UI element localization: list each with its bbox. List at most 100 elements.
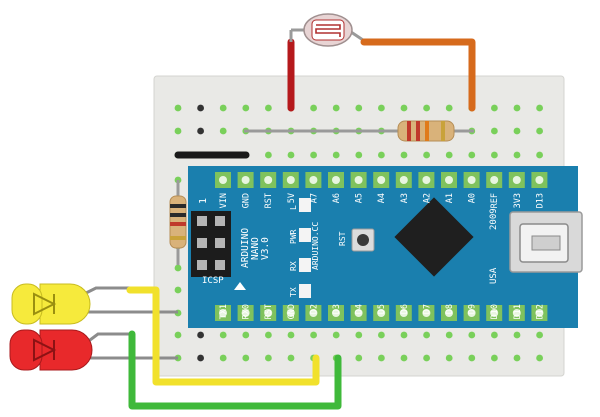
breadboard-hole: [355, 354, 363, 362]
led-pwr: [299, 228, 311, 242]
breadboard-hole: [536, 354, 543, 362]
top-pin-label: VIN: [219, 193, 229, 208]
breadboard-hole: [513, 354, 521, 362]
bottom-header-pin: [328, 305, 344, 321]
top-pin-label: GND: [242, 193, 252, 208]
bottom-header-pin: [395, 305, 412, 321]
top-header-pin: [463, 172, 480, 188]
icsp-label: ICSP: [202, 276, 224, 286]
breadboard-hole: [400, 104, 408, 112]
breadboard-hole: [197, 104, 205, 112]
top-pin-label: D13: [535, 193, 545, 208]
bottom-pin-label: D3: [332, 304, 342, 314]
led-tx-label: TX: [289, 287, 298, 297]
icsp-pin: [197, 260, 207, 270]
breadboard-hole: [355, 151, 363, 159]
top-pin-label: A7: [309, 193, 319, 203]
top-pin-label: A2: [422, 193, 432, 203]
green-wire: [128, 330, 342, 410]
bottom-pin-label: D8: [445, 304, 455, 314]
bottom-header-pin: [441, 305, 457, 321]
breadboard-hole: [174, 127, 182, 135]
top-pin-label: A3: [400, 193, 410, 203]
bottom-header-pin: [531, 305, 548, 321]
breadboard-hole: [423, 151, 430, 159]
breadboard-hole: [536, 151, 543, 159]
breadboard-hole: [310, 104, 317, 112]
breadboard-hole: [423, 331, 430, 339]
breadboard-hole: [400, 331, 408, 339]
top-pin-label: 5V: [287, 193, 297, 203]
top-pin-label: A4: [377, 193, 387, 203]
breadboard-hole: [491, 104, 498, 112]
header-number: 1: [198, 198, 209, 204]
rst-label: RST: [338, 231, 347, 246]
led-rx-label: RX: [289, 261, 298, 271]
breadboard-hole: [491, 354, 498, 362]
board-name-line1: ARDUINO: [240, 228, 251, 268]
bottom-pin-label: D4: [355, 304, 365, 314]
breadboard-hole: [400, 354, 408, 362]
bottom-pin-label: GND: [287, 304, 297, 319]
top-pin-label: A0: [468, 193, 478, 203]
bottom-header-pin: [282, 305, 299, 321]
breadboard-hole: [310, 151, 317, 159]
breadboard-hole: [219, 127, 227, 135]
breadboard-hole: [355, 104, 363, 112]
breadboard-hole: [265, 354, 272, 362]
top-pin-label: A1: [445, 193, 455, 203]
breadboard-hole: [513, 104, 521, 112]
year-label: 2009: [489, 208, 499, 230]
breadboard-hole: [513, 331, 521, 339]
breadboard-hole: [197, 331, 205, 339]
top-pin-label: A5: [355, 193, 365, 203]
breadboard-hole: [174, 264, 182, 272]
breadboard-hole: [378, 151, 385, 159]
bottom-header-pin: [237, 305, 254, 321]
icsp-pin: [197, 238, 207, 248]
breadboard-hole: [219, 354, 227, 362]
breadboard-hole: [242, 104, 250, 112]
breadboard-hole: [355, 331, 363, 339]
breadboard-hole: [265, 104, 272, 112]
breadboard-hole: [287, 151, 295, 159]
bottom-pin-label: D10: [490, 304, 500, 319]
breadboard-hole: [174, 104, 182, 112]
breadboard-hole: [265, 331, 272, 339]
breadboard-hole: [491, 151, 498, 159]
breadboard-hole: [310, 331, 317, 339]
top-header-pin: [373, 172, 390, 188]
top-pin-label: REF: [490, 193, 500, 208]
yellow-wire: [126, 286, 320, 386]
bottom-pin-label: RX0: [242, 304, 252, 319]
top-header-pin: [328, 172, 344, 188]
top-header-pin: [282, 172, 299, 188]
breadboard-hole: [174, 331, 182, 339]
bottom-pin-label: D6: [400, 304, 410, 314]
breadboard-hole: [513, 127, 521, 135]
breadboard-hole: [400, 151, 408, 159]
breadboard-hole: [332, 331, 340, 339]
yellow-led: [11, 283, 91, 325]
breadboard-hole: [513, 151, 521, 159]
top-header-pin: [237, 172, 254, 188]
top-header-pin: [215, 172, 231, 188]
breadboard-hole: [378, 104, 385, 112]
breadboard-hole: [242, 331, 250, 339]
breadboard-hole: [423, 354, 430, 362]
breadboard-hole: [445, 354, 453, 362]
bottom-pin-label: D11: [513, 304, 523, 319]
photoresistor: [291, 13, 367, 47]
breadboard-hole: [287, 354, 295, 362]
breadboard-hole: [332, 151, 340, 159]
bottom-header-pin: [418, 305, 435, 321]
bottom-header-pin: [508, 305, 525, 321]
breadboard-hole: [445, 331, 453, 339]
breadboard-hole: [445, 151, 453, 159]
pulldown-resistor-vertical: [169, 180, 187, 265]
top-header-pin: [508, 172, 525, 188]
bottom-pin-label: TX1: [219, 304, 229, 319]
breadboard-hole: [287, 331, 295, 339]
top-header-pin: [418, 172, 435, 188]
icsp-pin: [215, 260, 225, 270]
